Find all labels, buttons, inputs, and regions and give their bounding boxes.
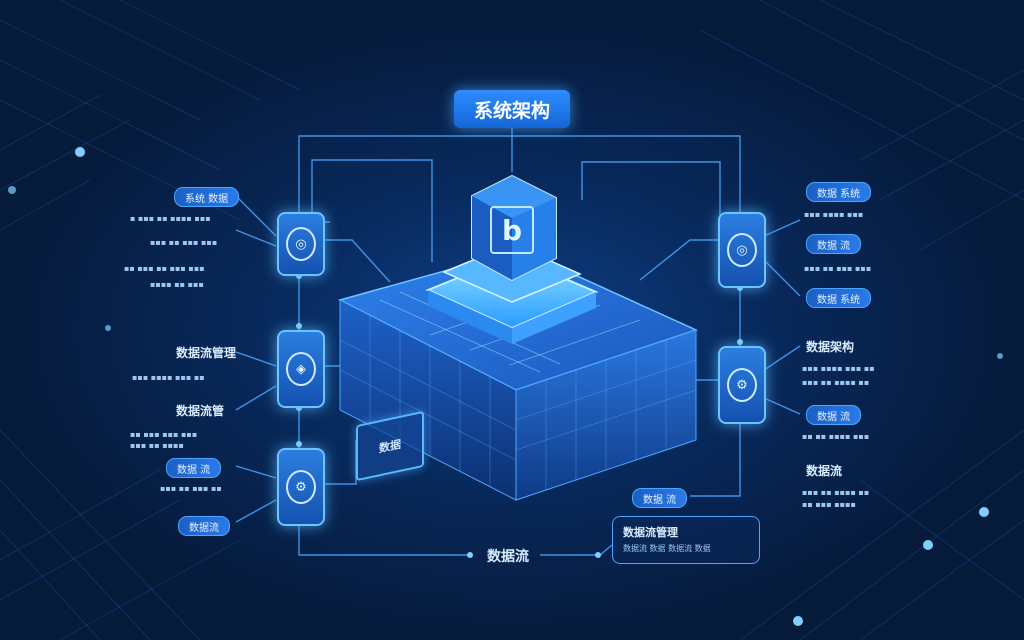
right-pill-3: 数据 系统	[806, 288, 872, 308]
right-text-5: ▪▪ ▪▪ ▪▪▪▪ ▪▪▪	[802, 432, 870, 441]
left-text-6: ▪▪ ▪▪▪ ▪▪▪ ▪▪▪	[130, 430, 198, 439]
left-pill-3: 数据流	[178, 516, 230, 536]
right-text-7: ▪▪ ▪▪▪ ▪▪▪▪	[802, 500, 856, 509]
node-icon: ◎	[286, 227, 316, 261]
node-icon: ⚙	[286, 470, 316, 504]
left-label-1: 数据流管理	[176, 346, 237, 360]
right-label-2: 数据流	[806, 464, 843, 478]
left-text-8: ▪▪▪ ▪▪ ▪▪▪ ▪▪	[160, 484, 222, 493]
node-left-1[interactable]: ◎	[277, 212, 325, 276]
left-text-3: ▪▪ ▪▪▪ ▪▪ ▪▪▪ ▪▪▪	[124, 264, 205, 273]
core-bottom-pill: 数据 流	[632, 488, 688, 508]
left-label-2: 数据流管	[176, 404, 225, 418]
right-label-1: 数据架构	[806, 340, 855, 354]
right-text-1: ▪▪▪ ▪▪▪▪ ▪▪▪	[804, 210, 864, 219]
left-text-7: ▪▪▪ ▪▪ ▪▪▪▪	[130, 441, 184, 450]
right-text-3: ▪▪▪ ▪▪▪▪ ▪▪▪ ▪▪	[802, 364, 875, 373]
left-pill-1: 系统 数据	[174, 187, 240, 207]
left-text-2: ▪▪▪ ▪▪ ▪▪▪ ▪▪▪	[150, 238, 218, 247]
data-flow-label: 数据流	[487, 549, 529, 565]
node-right-1[interactable]: ◎	[718, 212, 766, 288]
right-text-2: ▪▪▪ ▪▪ ▪▪▪ ▪▪▪	[804, 264, 872, 273]
bottom-panel-sub: 数据流 数据 数据流 数据	[623, 544, 711, 553]
right-pill-1: 数据 系统	[806, 182, 872, 202]
node-right-2[interactable]: ⚙	[718, 346, 766, 424]
left-pill-2: 数据 流	[166, 458, 222, 478]
diagram-title: 系统架构	[454, 90, 570, 128]
left-text-1: ▪ ▪▪▪ ▪▪ ▪▪▪▪ ▪▪▪	[130, 214, 211, 223]
node-left-3[interactable]: ⚙	[277, 448, 325, 526]
bottom-panel-title: 数据流管理	[623, 526, 678, 539]
bottom-panel: 数据流管理 数据流 数据 数据流 数据	[612, 516, 760, 564]
left-text-4: ▪▪▪▪ ▪▪ ▪▪▪	[150, 280, 204, 289]
node-left-2[interactable]: ◈	[277, 330, 325, 408]
node-icon: ⚙	[727, 368, 757, 402]
right-text-6: ▪▪▪ ▪▪ ▪▪▪▪ ▪▪	[802, 488, 870, 497]
node-icon: ◈	[286, 352, 316, 386]
node-icon: ◎	[727, 233, 757, 267]
left-text-5: ▪▪▪ ▪▪▪▪ ▪▪▪ ▪▪	[132, 373, 205, 382]
right-text-4: ▪▪▪ ▪▪ ▪▪▪▪ ▪▪	[802, 378, 870, 387]
right-pill-2: 数据 流	[806, 234, 862, 254]
core-chip-icon: b	[490, 206, 534, 254]
right-pill-4: 数据 流	[806, 405, 862, 425]
